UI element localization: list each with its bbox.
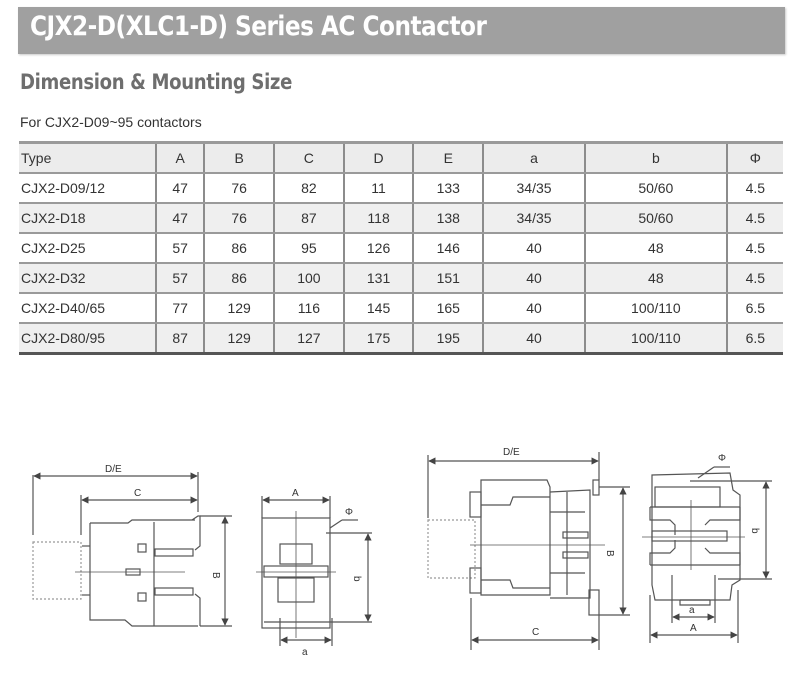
column-header-b-upper: B: [203, 142, 275, 174]
dim-label-a-lower: a: [302, 647, 308, 658]
cell-type: CJX2-D18: [19, 203, 156, 234]
cell: 4.5: [725, 173, 783, 204]
cell: 133: [412, 173, 484, 204]
cell: 6.5: [725, 292, 783, 324]
cell: 11: [342, 173, 414, 204]
column-header-e: E: [412, 142, 484, 174]
cell: 86: [203, 233, 275, 264]
cell: 146: [412, 233, 484, 264]
cell: 40: [482, 323, 585, 355]
cell: 40: [482, 263, 585, 294]
column-header-phi: Φ: [725, 142, 783, 174]
dim-label-phi: Φ: [345, 507, 353, 518]
section-title: Dimension & Mounting Size: [20, 70, 292, 94]
cell: 95: [273, 233, 344, 264]
cell: 151: [412, 263, 484, 294]
column-header-a-lower: a: [482, 142, 585, 174]
dim-label-b-upper-large: B: [604, 550, 615, 557]
cell: 34/35: [482, 203, 585, 234]
cell: 76: [203, 173, 275, 204]
cell: 4.5: [725, 263, 783, 294]
cell: 131: [342, 263, 414, 294]
cell: 4.5: [725, 233, 783, 264]
cell-type: CJX2-D09/12: [19, 173, 156, 204]
small-front-view-diagram: A Φ b a: [250, 478, 380, 658]
cell: 40: [482, 233, 585, 264]
cell: 87: [154, 323, 205, 355]
cell: 145: [342, 292, 414, 324]
page-title: CJX2-D(XLC1-D) Series AC Contactor: [30, 11, 487, 42]
cell: 4.5: [725, 203, 783, 234]
cell: 48: [583, 233, 727, 264]
cell: 48: [583, 263, 727, 294]
dim-label-a-lower-large: a: [689, 605, 695, 616]
cell: 50/60: [583, 173, 727, 204]
cell: 100: [273, 263, 344, 294]
cell: 76: [203, 203, 275, 234]
dim-label-a-upper: A: [292, 488, 299, 499]
table-row: CJX2-D32 57 86 100 131 151 40 48 4.5: [19, 263, 783, 294]
table-row: CJX2-D80/95 87 129 127 175 195 40 100/11…: [19, 323, 783, 355]
cell: 138: [412, 203, 484, 234]
dim-label-c-large: C: [532, 627, 539, 638]
dim-label-b-lower: b: [351, 576, 362, 582]
dimension-table: Type A B C D E a b Φ CJX2-D09/12 47 76 8…: [19, 141, 783, 355]
title-bar: CJX2-D(XLC1-D) Series AC Contactor: [18, 7, 785, 54]
cell: 50/60: [583, 203, 727, 234]
dim-label-b-lower-large: b: [749, 528, 760, 534]
cell-type: CJX2-D32: [19, 263, 156, 294]
cell: 47: [154, 203, 205, 234]
table-row: CJX2-D18 47 76 87 118 138 34/35 50/60 4.…: [19, 203, 783, 234]
dim-label-d-e-large: D/E: [503, 447, 520, 458]
cell: 116: [273, 292, 344, 324]
cell: 118: [342, 203, 414, 234]
small-side-view-diagram: D/E C B: [20, 450, 250, 650]
cell-type: CJX2-D80/95: [19, 323, 156, 355]
cell: 87: [273, 203, 344, 234]
dim-label-a-upper-large: A: [690, 623, 697, 634]
cell: 100/110: [583, 323, 727, 355]
cell: 100/110: [583, 292, 727, 324]
table-caption: For CJX2-D09~95 contactors: [20, 114, 202, 130]
column-header-a-upper: A: [154, 142, 205, 174]
cell: 40: [482, 292, 585, 324]
cell: 175: [342, 323, 414, 355]
dim-label-phi-large: Φ: [718, 453, 726, 464]
table-row: CJX2-D09/12 47 76 82 11 133 34/35 50/60 …: [19, 173, 783, 204]
table-row: CJX2-D40/65 77 129 116 145 165 40 100/11…: [19, 292, 783, 324]
cell: 127: [273, 323, 344, 355]
cell-type: CJX2-D40/65: [19, 292, 156, 324]
dim-label-b-upper: B: [210, 572, 221, 579]
column-header-c: C: [273, 142, 344, 174]
large-side-view-diagram: D/E B C: [415, 440, 635, 650]
cell: 126: [342, 233, 414, 264]
cell: 77: [154, 292, 205, 324]
table-row: CJX2-D25 57 86 95 126 146 40 48 4.5: [19, 233, 783, 264]
cell: 165: [412, 292, 484, 324]
cell: 6.5: [725, 323, 783, 355]
dim-label-d-e: D/E: [105, 464, 122, 475]
dim-label-c: C: [134, 488, 141, 499]
column-header-b-lower: b: [583, 142, 727, 174]
column-header-type: Type: [19, 142, 156, 174]
cell: 57: [154, 263, 205, 294]
cell-type: CJX2-D25: [19, 233, 156, 264]
cell: 57: [154, 233, 205, 264]
cell: 195: [412, 323, 484, 355]
cell: 47: [154, 173, 205, 204]
cell: 86: [203, 263, 275, 294]
cell: 34/35: [482, 173, 585, 204]
cell: 82: [273, 173, 344, 204]
table-header-row: Type A B C D E a b Φ: [19, 142, 783, 174]
column-header-d: D: [342, 142, 414, 174]
cell: 129: [203, 292, 275, 324]
cell: 129: [203, 323, 275, 355]
large-front-view-diagram: Φ b a A: [630, 445, 800, 645]
